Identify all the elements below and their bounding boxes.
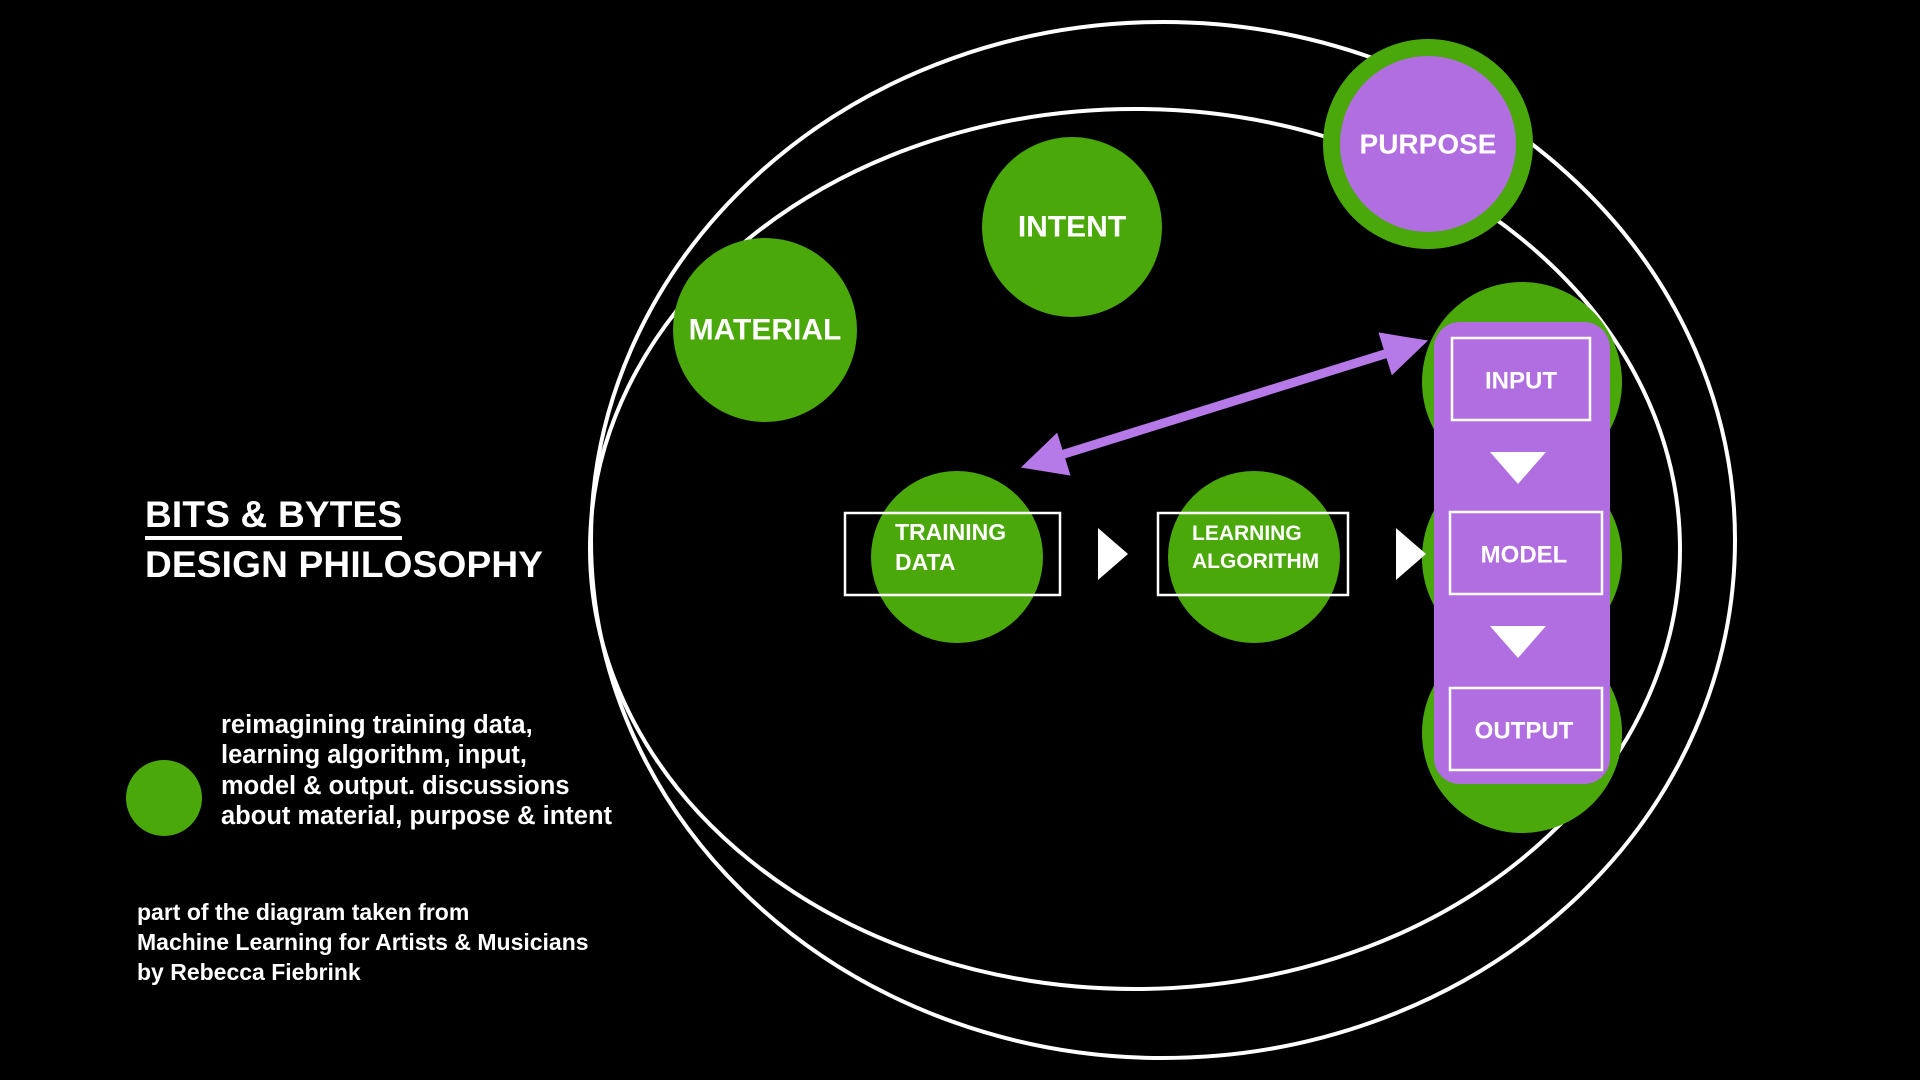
credit-block: part of the diagram taken from Machine L… — [137, 898, 777, 988]
input-stage[interactable]: INPUT — [1450, 336, 1592, 422]
model-label: MODEL — [1481, 542, 1568, 569]
training-data-label-line1: TRAINING — [895, 519, 1006, 545]
learning-algorithm-label-line1: LEARNING — [1192, 522, 1302, 545]
model-panel[interactable]: INPUT MODEL OUTPUT — [1434, 322, 1610, 784]
output-box — [1448, 686, 1604, 772]
learning-algorithm-node[interactable]: LEARNING ALGORITHM — [1156, 511, 1350, 597]
purpose-bubble[interactable]: PURPOSE — [1323, 39, 1533, 249]
legend-text: reimagining training data, learning algo… — [221, 710, 741, 831]
material-circle — [673, 238, 857, 422]
learning-algorithm-label-line2: ALGORITHM — [1192, 550, 1319, 573]
title-block: BITS & BYTES DESIGN PHILOSOPHY — [145, 495, 665, 586]
learning-algorithm-box — [1156, 511, 1350, 597]
credit-line-2: Machine Learning for Artists & Musicians — [137, 928, 589, 955]
training-data-node[interactable]: TRAINING DATA — [843, 511, 1062, 597]
legend-line-1: reimagining training data, — [221, 711, 533, 739]
intent-bubble[interactable]: INTENT — [982, 137, 1162, 317]
flow-arrow-2-icon — [1396, 528, 1426, 580]
purpose-inner-circle — [1340, 56, 1516, 232]
inner-boundary-ellipse — [588, 107, 1682, 991]
stage-arrow-2-icon — [1490, 626, 1546, 658]
output-label: OUTPUT — [1475, 718, 1574, 745]
legend-line-4: about material, purpose & intent — [221, 802, 613, 831]
flow-arrow-1-icon — [1098, 528, 1128, 580]
input-box — [1450, 336, 1592, 422]
credit-line-1: part of the diagram taken from — [137, 899, 470, 925]
page-title-primary: BITS & BYTES — [145, 495, 403, 541]
purpose-to-model-arrow — [1020, 332, 1429, 476]
page-title-secondary: DESIGN PHILOSOPHY — [145, 544, 544, 586]
intent-label: INTENT — [1018, 211, 1126, 244]
model-box — [1448, 510, 1604, 596]
output-stage[interactable]: OUTPUT — [1448, 686, 1604, 772]
material-bubble[interactable]: MATERIAL — [673, 238, 857, 422]
purpose-label: PURPOSE — [1360, 129, 1497, 160]
credit-line-3: by Rebecca Fiebrink — [137, 958, 361, 985]
legend-line-2: learning algorithm, input, — [221, 741, 527, 770]
stage-arrow-1-icon — [1490, 452, 1546, 484]
training-data-box — [843, 511, 1062, 597]
model-panel-background — [1434, 322, 1610, 784]
legend-green-dot-icon — [126, 760, 202, 836]
input-label: INPUT — [1485, 368, 1557, 395]
model-stage[interactable]: MODEL — [1448, 510, 1604, 596]
material-label: MATERIAL — [689, 314, 842, 347]
training-data-label-line2: DATA — [895, 549, 955, 575]
legend-line-3: model & output. discussions — [221, 771, 570, 800]
intent-circle — [982, 137, 1162, 317]
